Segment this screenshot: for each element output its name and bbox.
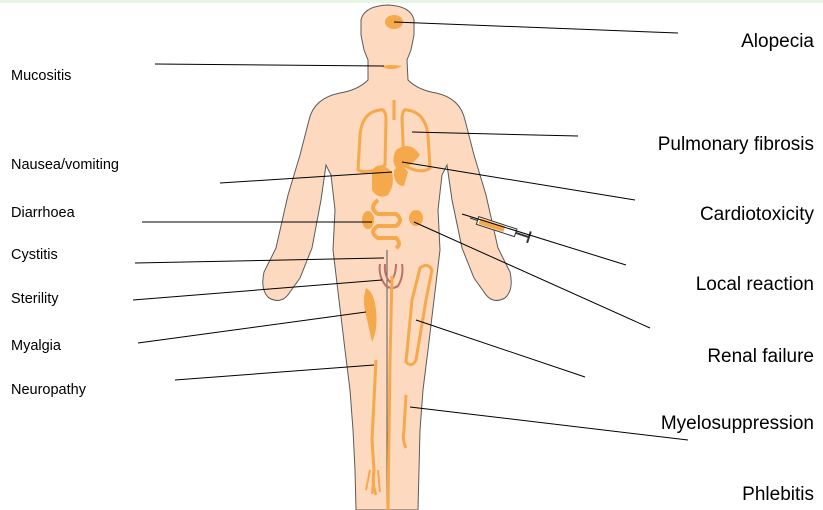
label-nausea-vomiting: Nausea/vomiting: [11, 158, 119, 173]
label-alopecia: Alopecia: [741, 32, 814, 51]
label-phlebitis: Phlebitis: [742, 485, 814, 504]
label-cystitis: Cystitis: [11, 248, 58, 263]
label-cardiotoxicity: Cardiotoxicity: [700, 205, 814, 224]
label-renal-failure: Renal failure: [707, 347, 814, 366]
label-sterility: Sterility: [11, 292, 59, 307]
kidney-left: [362, 211, 374, 229]
liver: [372, 165, 393, 196]
label-myalgia: Myalgia: [11, 339, 61, 354]
label-local-reaction: Local reaction: [696, 275, 814, 294]
label-mucositis: Mucositis: [11, 69, 71, 84]
label-myelosuppression: Myelosuppression: [661, 414, 814, 433]
kidney-right: [409, 210, 423, 226]
label-pulmonary-fibrosis: Pulmonary fibrosis: [658, 135, 814, 154]
label-neuropathy: Neuropathy: [11, 383, 86, 398]
label-diarrhoea: Diarrhoea: [11, 206, 75, 221]
